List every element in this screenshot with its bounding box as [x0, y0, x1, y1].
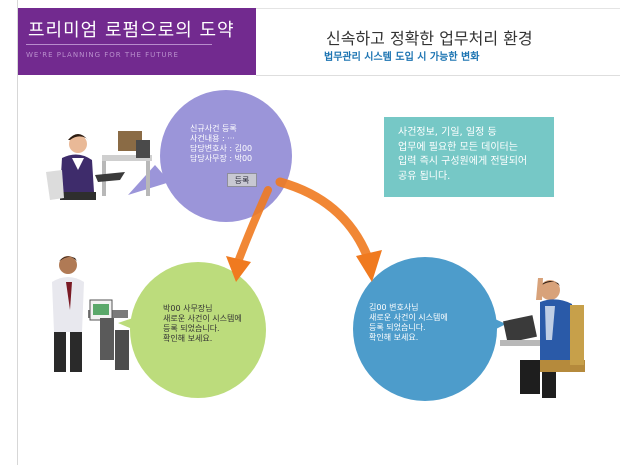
staff-line: 박00 사무장님 — [163, 304, 213, 313]
lawyer-bubble — [353, 257, 506, 401]
staff-line: 등록 되었습니다. — [163, 324, 220, 333]
page-title: 신속하고 정확한 업무처리 환경 — [326, 29, 533, 48]
register-button[interactable]: 등록 — [227, 173, 257, 187]
brand-rule — [26, 44, 212, 45]
register-line: 담당변호사 : 김00 — [190, 144, 253, 153]
info-line: 업무에 필요한 모든 데이터는 — [398, 141, 518, 153]
staff-line: 확인해 보세요. — [163, 334, 213, 343]
lawyer-line: 새로운 사건이 시스템에 — [369, 313, 448, 322]
staff-line: 새로운 사건이 시스템에 — [163, 314, 242, 323]
brand-title: 프리미엄 로펌으로의 도약 — [28, 20, 235, 41]
register-line: 신규사건 등록 — [190, 124, 237, 133]
header-top-rule — [256, 8, 620, 9]
brand-banner: 프리미엄 로펌으로의 도약 WE'RE PLANNING FOR THE FUT… — [18, 8, 256, 75]
staff-bubble — [118, 262, 266, 398]
header-divider — [256, 75, 620, 76]
brand-slogan: WE'RE PLANNING FOR THE FUTURE — [26, 51, 179, 59]
register-line: 담당사무장 : 박00 — [190, 154, 253, 163]
arrow-to-lawyer — [275, 177, 382, 282]
info-line: 사건정보, 기일, 일정 등 — [398, 127, 497, 138]
info-line: 입력 즉시 구성원에게 전달되어 — [398, 156, 528, 167]
arrow-to-staff — [226, 186, 272, 282]
register-bubble-text: 신규사건 등록 사건내용 : ··· 담당변호사 : 김00 담당사무장 : 박… — [190, 124, 252, 164]
page-subtitle: 법무관리 시스템 도입 시 가능한 변화 — [324, 52, 480, 63]
register-line: 사건내용 : ··· — [190, 134, 235, 143]
lawyer-bubble-text: 김00 변호사님 새로운 사건이 시스템에 등록 되었습니다. 확인해 보세요. — [369, 303, 448, 343]
staff-bubble-text: 박00 사무장님 새로운 사건이 시스템에 등록 되었습니다. 확인해 보세요. — [163, 304, 242, 344]
left-divider-line — [17, 0, 18, 465]
man-at-laptop-figure — [500, 278, 585, 398]
info-line: 공유 됩니다. — [398, 170, 451, 182]
woman-at-desk-figure — [46, 131, 152, 200]
lawyer-line: 확인해 보세요. — [369, 333, 419, 342]
man-with-monitor-figure — [52, 256, 129, 372]
lawyer-line: 등록 되었습니다. — [369, 323, 426, 332]
info-box: 사건정보, 기일, 일정 등 업무에 필요한 모든 데이터는 입력 즉시 구성원… — [384, 117, 554, 197]
lawyer-line: 김00 변호사님 — [369, 303, 419, 312]
